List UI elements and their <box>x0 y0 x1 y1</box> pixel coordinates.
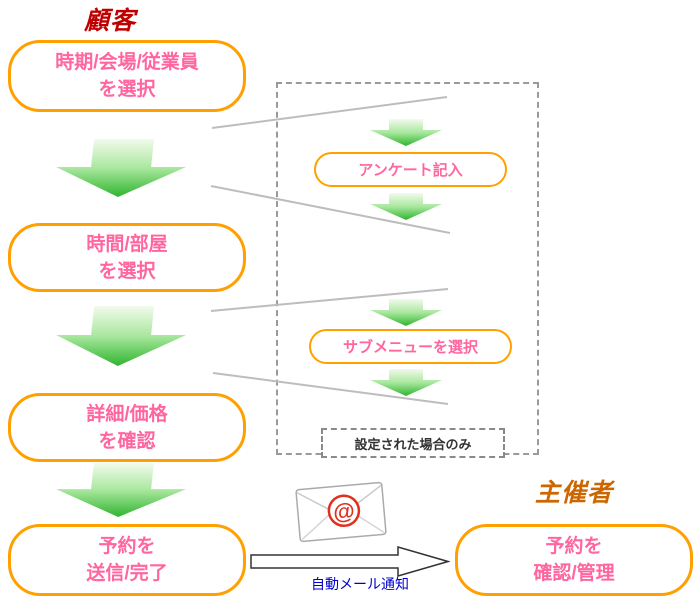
step-text-line: 確認/管理 <box>533 563 615 584</box>
down-arrow-icon <box>370 193 442 220</box>
step-box-select-time-room: 時間/部屋 を選択 <box>8 223 246 292</box>
step-box-select-period-venue-staff: 時期/会場/従業員 を選択 <box>8 40 246 112</box>
step-text-line: 詳細/価格 <box>86 403 168 425</box>
step-text-line: 予約を <box>98 536 156 557</box>
step-text-line: 予約を <box>545 536 603 557</box>
optional-step-questionnaire: アンケート記入 <box>314 152 507 187</box>
step-text-line: 時間/部屋 <box>86 233 168 255</box>
step-box-confirm-details-price: 詳細/価格 を確認 <box>8 393 246 462</box>
down-arrow-icon <box>370 369 442 396</box>
step-text-line: 時期/会場/従業員 <box>55 52 199 73</box>
step-text-line: 送信/完了 <box>86 563 168 584</box>
step-text-line: を確認 <box>98 430 156 452</box>
conditional-note: 設定された場合のみ <box>321 428 505 458</box>
right-arrow-icon <box>250 546 450 577</box>
down-arrow-icon <box>370 119 442 146</box>
down-arrow-icon <box>56 139 187 197</box>
step-box-confirm-manage-booking: 予約を 確認/管理 <box>455 524 693 596</box>
optional-step-label: サブメニューを選択 <box>342 339 478 356</box>
down-arrow-icon <box>56 463 187 517</box>
step-text-line: を選択 <box>98 260 156 282</box>
at-symbol-icon: @ <box>332 498 356 525</box>
auto-email-notification-label: 自動メール通知 <box>311 576 409 592</box>
optional-step-label: アンケート記入 <box>358 162 463 179</box>
organizer-heading: 主催者 <box>535 479 614 507</box>
down-arrow-icon <box>56 306 187 366</box>
step-text-line: を選択 <box>98 79 156 100</box>
down-arrow-icon <box>370 299 442 326</box>
step-box-submit-complete-booking: 予約を 送信/完了 <box>8 524 246 596</box>
email-envelope-icon: @ <box>295 481 387 543</box>
optional-step-submenu: サブメニューを選択 <box>309 329 512 364</box>
customer-heading: 顧客 <box>84 7 137 35</box>
